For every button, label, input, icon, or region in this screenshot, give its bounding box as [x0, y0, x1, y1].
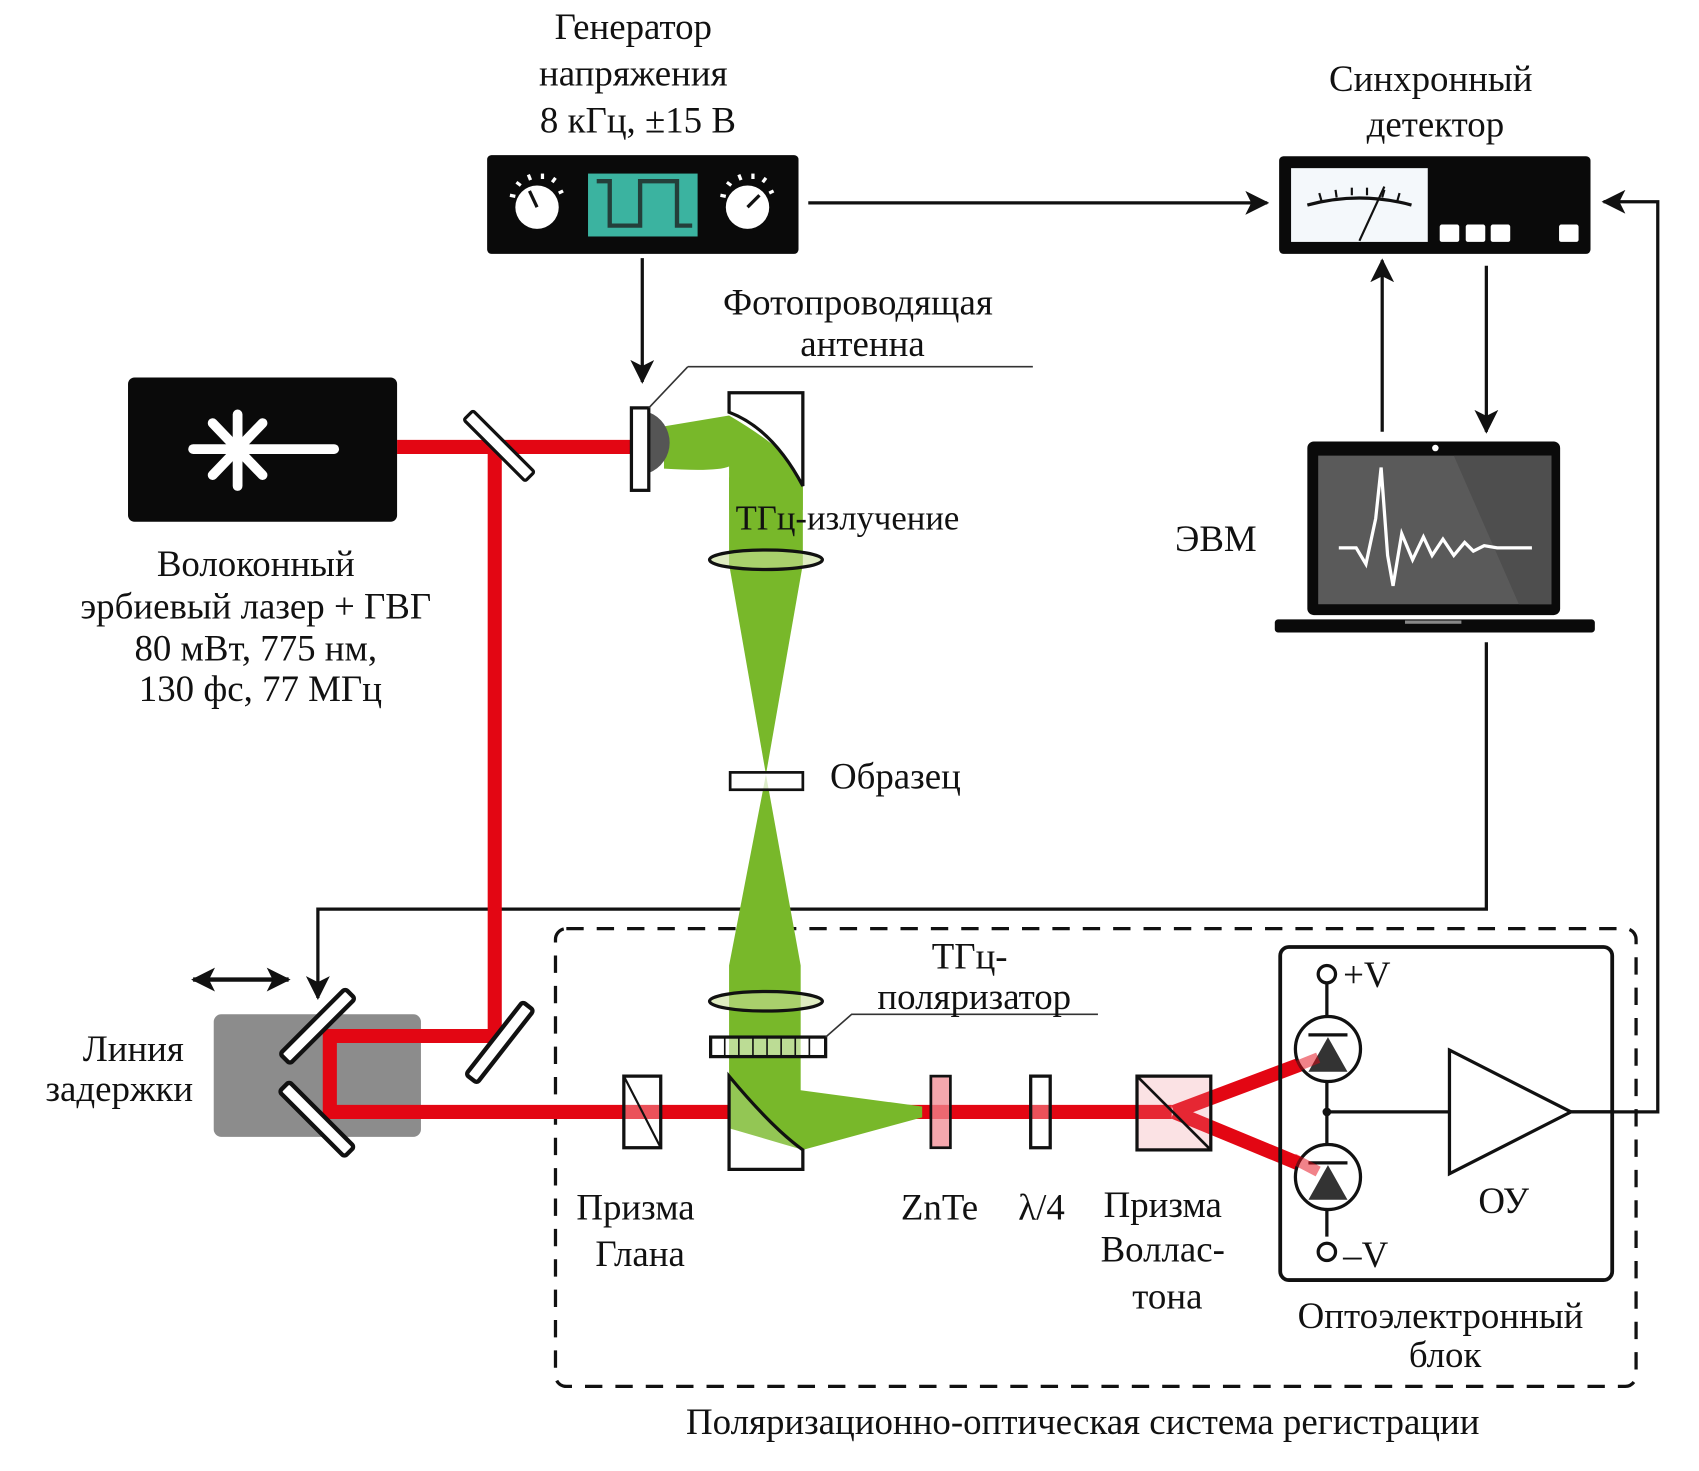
quarter-wave-label: λ/4 — [1018, 1186, 1065, 1227]
thz-lens-bottom[interactable] — [707, 989, 825, 1013]
fold-mirror[interactable] — [465, 1000, 535, 1084]
lockin-buttons[interactable] — [1439, 224, 1579, 242]
thz-polarizer-label: ТГц- поляризатор — [877, 936, 1071, 1017]
delay-line-label: Линия задержки — [45, 1028, 193, 1109]
parabolic-mirror-top[interactable] — [727, 391, 805, 487]
photodiode-icon — [1290, 1142, 1363, 1212]
polarizer-leader-line — [825, 1013, 1098, 1038]
photodiode-icon — [1289, 1014, 1363, 1084]
thz-lens-top[interactable] — [707, 548, 825, 572]
square-wave-generator-icon — [588, 173, 698, 237]
minus-v-label: –V — [1342, 1234, 1388, 1275]
plus-v-label: +V — [1343, 954, 1391, 995]
lockin-label: Синхронный детектор — [1329, 58, 1542, 145]
optoelectronic-block[interactable] — [1278, 945, 1615, 1282]
thz-polarizer[interactable] — [709, 1035, 828, 1059]
op-amp-triangle-icon — [1447, 1047, 1575, 1177]
computer-label: ЭВМ — [1175, 518, 1257, 559]
parabolic-mirror-bottom[interactable] — [727, 1071, 805, 1172]
delay-mirror-bottom[interactable] — [278, 1080, 356, 1158]
sample-label: Образец — [830, 756, 961, 797]
delay-mirror-top[interactable] — [279, 987, 356, 1065]
antenna-leader-line — [648, 366, 689, 409]
text-labels: Генератор напряжения 8 кГц, ±15 В Синхро… — [45, 6, 1593, 1442]
detection-system-label: Поляризационно-оптическая система регист… — [686, 1401, 1480, 1442]
wire-computer-to-delay-line — [305, 642, 1488, 1001]
junction-dot — [1322, 1107, 1332, 1117]
antenna-label: Фотопроводящая антенна — [723, 282, 1002, 364]
sample[interactable] — [728, 771, 805, 792]
photoconductive-antenna[interactable] — [629, 406, 670, 492]
optoelectronic-block-label: Оптоэлектронный блок — [1298, 1295, 1593, 1375]
laser-label: Волоконный эрбиевый лазер + ГВГ 80 мВт, … — [80, 543, 440, 709]
laser-starburst-icon — [188, 409, 340, 491]
opamp-label: ОУ — [1478, 1180, 1530, 1221]
analog-meter-icon — [1291, 168, 1428, 242]
voltage-generator[interactable] — [487, 155, 799, 254]
glan-prism-label: Призма Глана — [576, 1186, 704, 1274]
beam-splitter[interactable] — [463, 409, 536, 482]
detection-system-boundary — [553, 926, 1638, 1389]
znte-crystal[interactable] — [929, 1074, 952, 1150]
computer[interactable] — [1274, 441, 1595, 633]
wollaston-prism-label: Призма Воллас- тона — [1101, 1184, 1235, 1316]
plus-v-terminal — [1316, 963, 1338, 985]
znte-label: ZnTe — [901, 1186, 978, 1227]
generator-knob-right[interactable] — [720, 173, 775, 229]
laptop-waveform-icon — [1338, 467, 1532, 587]
thz-radiation-label: ТГц-излучение — [736, 498, 960, 537]
minus-v-terminal — [1316, 1241, 1338, 1263]
glan-prism[interactable] — [622, 1074, 663, 1150]
generator-label: Генератор напряжения 8 кГц, ±15 В — [539, 6, 737, 140]
wollaston-prism[interactable] — [1135, 1074, 1213, 1152]
wire-opamp-to-lockin — [1570, 189, 1660, 1114]
signal-wires — [191, 189, 1660, 1114]
quarter-wave-plate[interactable] — [1029, 1074, 1052, 1150]
laser-source[interactable] — [128, 377, 398, 522]
generator-knob-left[interactable] — [509, 173, 564, 229]
lockin-detector[interactable] — [1279, 156, 1591, 254]
